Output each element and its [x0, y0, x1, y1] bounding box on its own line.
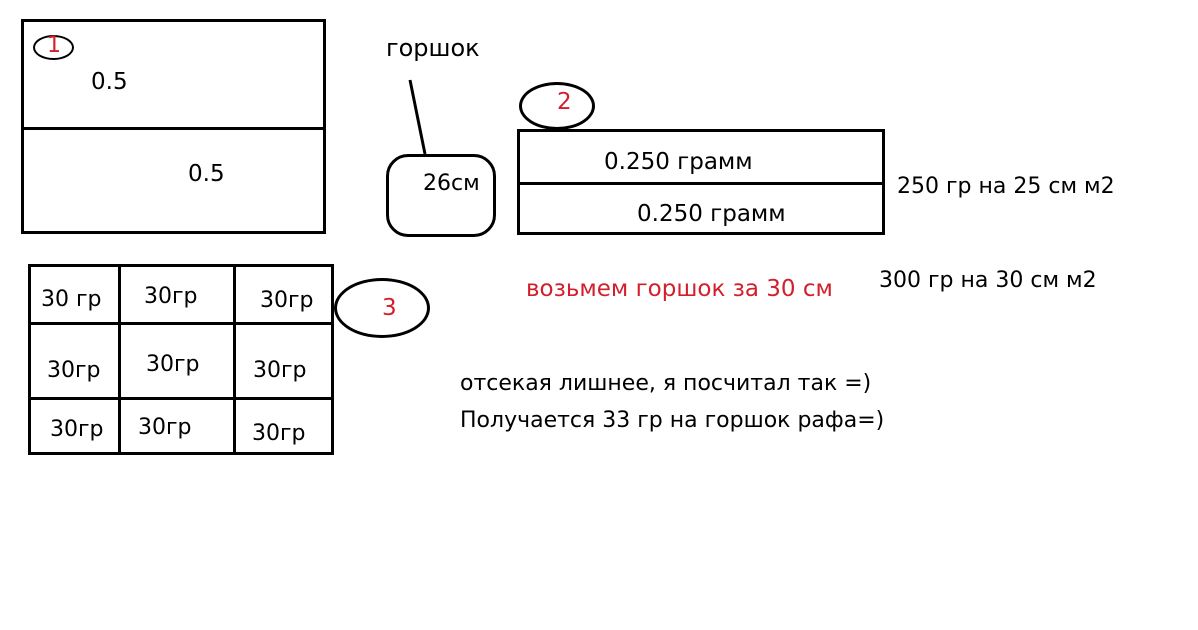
figure-1-marker-circle [33, 35, 74, 60]
figure-2-marker-circle [519, 82, 595, 130]
conclusion-line-2: Получается 33 гр на горшок рафа=) [460, 408, 885, 433]
grid-cell: 30гр [47, 358, 101, 383]
grid-cell: 30 гр [41, 287, 102, 312]
figure-2-top-value: 0.250 грамм [604, 149, 753, 175]
grid-col-divider-1 [118, 264, 121, 455]
figure-1-divider [21, 127, 326, 130]
figure-1-top-value: 0.5 [91, 69, 128, 95]
figure-2-side-note: 250 гр на 25 см м2 [897, 174, 1115, 199]
grid-row-divider-1 [28, 322, 334, 325]
note-300g: 300 гр на 30 см м2 [879, 268, 1097, 293]
grid-cell: 30гр [253, 358, 307, 383]
conclusion-line-1: отсекая лишнее, я посчитал так =) [460, 371, 872, 396]
grid-cell: 30гр [252, 421, 306, 446]
figure-1-bottom-value: 0.5 [188, 161, 225, 187]
pot-shape [386, 154, 496, 237]
grid-cell: 30гр [146, 352, 200, 377]
figure-2-divider [517, 182, 885, 185]
grid-cell: 30гр [138, 415, 192, 440]
figure-1-rectangle [21, 19, 326, 234]
grid-cell: 30гр [260, 288, 314, 313]
grid-row-divider-2 [28, 397, 334, 400]
pot-size: 26см [423, 171, 480, 196]
figure-2-marker: 2 [557, 89, 572, 115]
figure-1-marker: 1 [47, 33, 61, 58]
pot-label: горшок [386, 34, 480, 62]
grid-cell: 30гр [50, 417, 104, 442]
figure-3-marker: 3 [382, 295, 397, 321]
grid-cell: 30гр [144, 284, 198, 309]
red-note: возьмем горшок за 30 см [526, 276, 833, 302]
pot-pointer-line [408, 79, 427, 155]
figure-3-marker-circle [334, 278, 430, 338]
figure-3-grid [28, 264, 334, 455]
figure-2-bottom-value: 0.250 грамм [637, 201, 786, 227]
grid-col-divider-2 [233, 264, 236, 455]
